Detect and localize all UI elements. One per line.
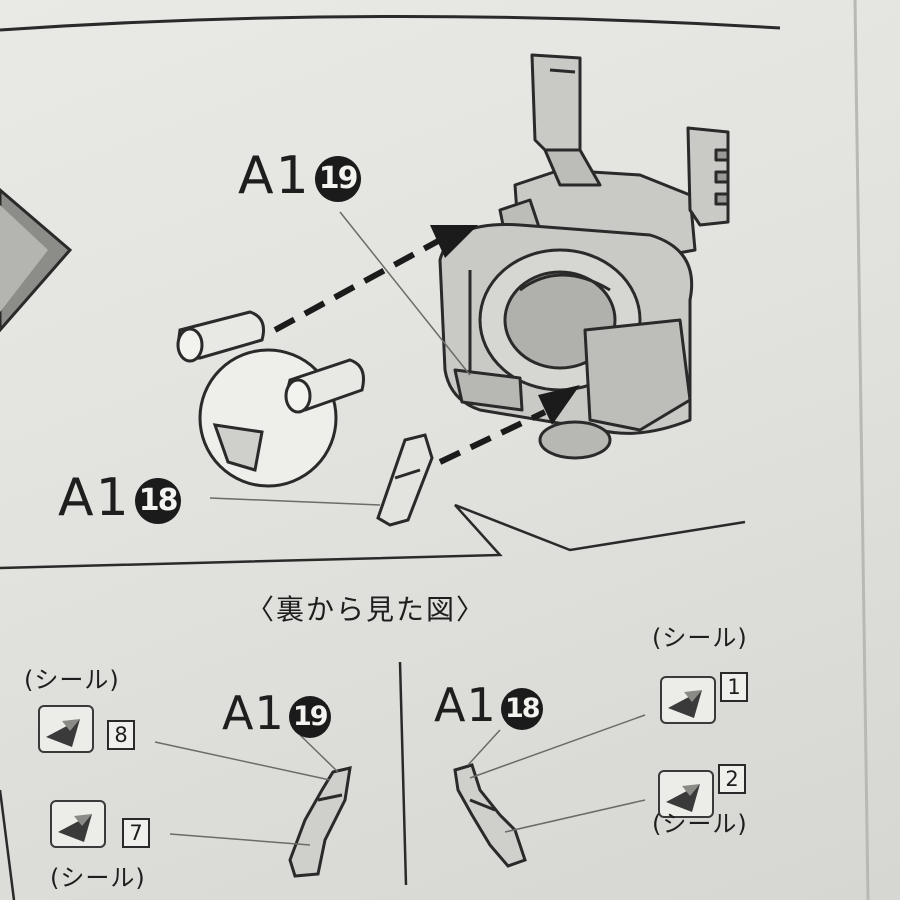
body-unit-drawing <box>438 53 730 460</box>
back-view-heading: 〈裏から見た図〉 <box>246 593 487 626</box>
back-view-part-a1-19 <box>288 766 352 878</box>
part-number-badge: 18 <box>500 687 543 730</box>
sticker-number: 1 <box>720 672 748 702</box>
sticker-number: 2 <box>718 764 746 794</box>
part-number-badge: 19 <box>314 156 361 202</box>
sticker-note: (シール) <box>652 624 748 652</box>
pin-part-drawing <box>376 433 434 527</box>
part-number-badge: 19 <box>288 695 331 738</box>
sticker-icon <box>50 800 106 848</box>
sticker-icon <box>660 676 716 724</box>
insertion-arrows <box>273 225 580 465</box>
back-view-part-a1-18 <box>453 763 527 868</box>
callout-lines <box>209 211 471 506</box>
part-number-badge: 18 <box>134 478 181 524</box>
part-prefix: A1 <box>434 678 497 732</box>
sticker-icon <box>38 705 94 753</box>
sticker-note: (シール) <box>24 666 120 694</box>
ball-joint-drawing <box>176 310 365 488</box>
section-dividers <box>0 503 746 900</box>
sticker-note: (シール) <box>50 864 146 892</box>
previous-step-arrow <box>0 188 73 333</box>
sticker-note: (シール) <box>652 810 748 838</box>
sticker-icon <box>658 770 714 818</box>
part-prefix: A1 <box>222 686 285 740</box>
sticker-number: 7 <box>122 818 150 848</box>
part-prefix: A1 <box>238 146 311 206</box>
part-prefix: A1 <box>58 468 131 528</box>
sticker-number: 8 <box>107 720 135 750</box>
